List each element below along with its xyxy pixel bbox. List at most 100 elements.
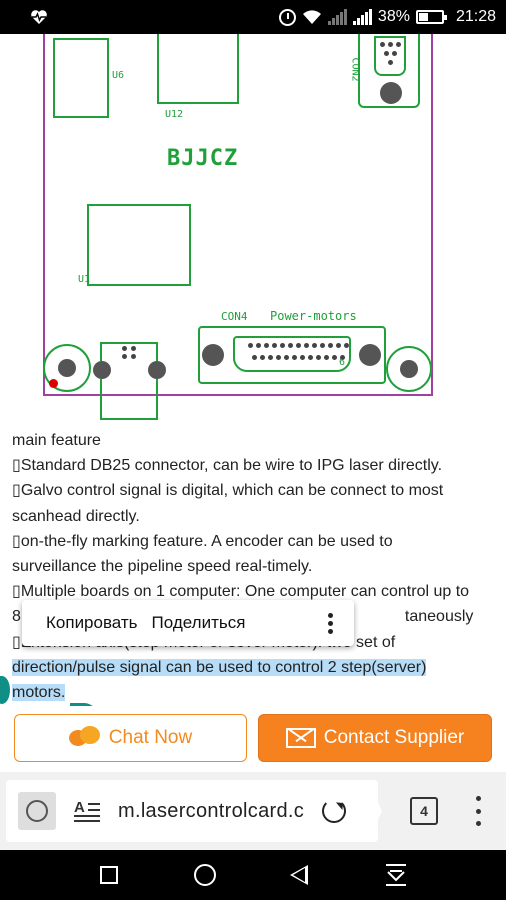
battery-icon [415, 10, 447, 24]
article-heading: main feature [12, 432, 101, 449]
contact-supplier-button[interactable]: Contact Supplier [258, 714, 492, 762]
label-power-motors: Power-motors [270, 309, 357, 323]
system-nav-bar [0, 850, 506, 900]
action-bar: Chat Now Contact Supplier [0, 706, 506, 772]
bullet-glyph: ▯ [12, 583, 21, 601]
more-options-icon[interactable] [318, 608, 342, 638]
selection-handle-start[interactable] [0, 676, 10, 704]
db25-pin [272, 343, 277, 348]
db25-pin [332, 355, 337, 360]
db25-pin [276, 355, 281, 360]
feature-line: ▯Multiple boards on 1 computer: One comp… [12, 583, 470, 601]
mount-hole [380, 82, 402, 104]
browser-menu-icon[interactable] [473, 796, 483, 826]
db25-pin [248, 343, 253, 348]
address-bar-arrow [368, 780, 382, 842]
db25-pin [308, 355, 313, 360]
chip-u6 [53, 38, 109, 118]
db25-pin [264, 343, 269, 348]
label-u1: U1 [78, 274, 91, 285]
share-button[interactable]: Поделиться [151, 613, 246, 632]
copy-button[interactable]: Копировать [46, 613, 138, 632]
mount-hole [43, 344, 91, 392]
bullet-glyph: ▯ [12, 532, 21, 550]
selected-line[interactable]: motors. [12, 684, 66, 702]
notification-pulldown-icon[interactable] [386, 864, 406, 886]
connector-con2-shell [374, 36, 406, 76]
db25-pin [288, 343, 293, 348]
db25-pin [324, 355, 329, 360]
db25-pin [328, 343, 333, 348]
mount-hole [202, 344, 224, 366]
feature-line: surveillance the pipeline speed real-tim… [12, 558, 313, 576]
browser-toolbar: A m.lasercontrolcard.c 4 [0, 772, 506, 850]
chat-now-button[interactable]: Chat Now [14, 714, 247, 762]
db25-pin [344, 343, 349, 348]
connector-con2 [358, 34, 420, 108]
label-u12: U12 [165, 109, 184, 120]
feature-line: ▯Standard DB25 connector, can be wire to… [12, 457, 443, 475]
db25-pin [304, 343, 309, 348]
db25-pin [280, 343, 285, 348]
label-con4: CON4 [221, 310, 248, 323]
home-icon[interactable] [194, 864, 216, 886]
globe-icon[interactable] [18, 792, 56, 830]
article-body: main feature ▯Standard DB25 connector, c… [12, 428, 498, 705]
db25-pin [316, 355, 321, 360]
signal-icon [327, 9, 347, 25]
mount-hole [386, 346, 432, 392]
heart-monitor-icon [31, 10, 47, 24]
mount-hole [359, 344, 381, 366]
chip-u1 [87, 204, 191, 286]
tab-switcher-button[interactable]: 4 [410, 797, 438, 825]
mount-hole [93, 361, 111, 379]
feature-line: ▯Galvo control signal is digital, which … [12, 482, 444, 500]
red-marker [49, 379, 58, 388]
db25-pin [252, 355, 257, 360]
chat-bubbles-icon [68, 724, 101, 752]
db25-pin [268, 355, 273, 360]
clock-time: 21:28 [455, 8, 496, 25]
bullet-glyph: ▯ [12, 482, 21, 500]
board-diagram: U6 U12 CON2 BJJCZ U1 CON4 Power-motors 6 [0, 34, 506, 420]
battery-percent: 38% [377, 8, 410, 25]
db25-pin [256, 343, 261, 348]
status-bar: 38% 21:28 [0, 0, 506, 34]
back-icon[interactable] [290, 865, 308, 885]
envelope-icon [285, 728, 316, 748]
connector-con4 [198, 326, 386, 384]
wifi-icon [302, 10, 321, 24]
db25-pin [320, 343, 325, 348]
feature-line: scanhead directly. [12, 507, 140, 525]
reload-icon[interactable] [322, 799, 346, 823]
feature-line: ▯on-the-fly marking feature. A encoder c… [12, 532, 393, 550]
chip-u12 [157, 34, 239, 104]
db25-pin [296, 343, 301, 348]
db25-pin [284, 355, 289, 360]
db25-pin [292, 355, 297, 360]
db25-pin [336, 343, 341, 348]
address-bar[interactable]: A m.lasercontrolcard.c [6, 780, 378, 842]
reader-mode-icon[interactable]: A [74, 799, 100, 823]
bullet-glyph: ▯ [12, 457, 21, 475]
db25-pin [340, 355, 345, 360]
mount-hole [148, 361, 166, 379]
connector-usb [100, 342, 158, 420]
db25-pin [312, 343, 317, 348]
alarm-icon [278, 8, 296, 26]
recents-icon[interactable] [100, 866, 118, 884]
signal-icon [352, 9, 372, 25]
bullet-glyph: ▯ [12, 633, 21, 651]
db25-pin [300, 355, 305, 360]
db25-pin [260, 355, 265, 360]
chat-now-label: Chat Now [108, 727, 193, 748]
pcb-outline [43, 34, 433, 396]
url-text[interactable]: m.lasercontrolcard.c [118, 799, 305, 822]
board-brand: BJJCZ [167, 146, 239, 171]
text-selection-menu: Копировать Поделиться [22, 600, 354, 646]
label-pin6: 6 [339, 357, 346, 368]
selected-line[interactable]: direction/pulse signal can be used to co… [12, 658, 427, 676]
contact-supplier-label: Contact Supplier [323, 727, 465, 748]
label-u6: U6 [112, 70, 125, 81]
